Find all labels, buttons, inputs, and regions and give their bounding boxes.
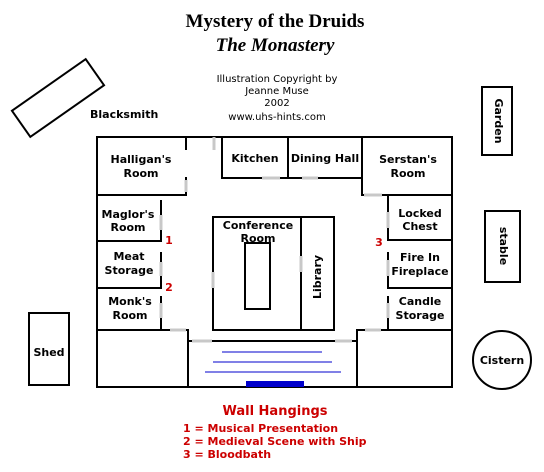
monks-room-label-2: Room [112,309,147,322]
conference-block-walls [212,216,335,331]
wall-hanging-marker-2: 2 [165,281,173,294]
locked-chest-walls [387,195,452,241]
locked-chest-label-2: Chest [402,220,437,233]
chapel-altar [246,381,304,387]
credit-line-3: 2002 [264,98,289,109]
maglors-room-label: Maglor's [102,208,155,221]
meat-storage-label-2: Storage [105,264,154,277]
legend-item-3: 3 = Bloodbath [183,448,271,461]
stable-building [484,210,521,283]
halligans-room-walls [97,137,187,196]
map-title: Mystery of the Druids [186,11,365,32]
fire-in-fireplace-label-2: Fireplace [391,265,448,278]
shed-building [28,312,70,386]
blacksmith-label: Blacksmith [90,108,158,121]
library-label: Library [311,255,324,299]
garden-label: Garden [492,98,505,143]
halligans-room-label: Halligan's [111,153,172,166]
garden-building [481,86,513,156]
halligans-room-label-2: Room [123,167,158,180]
serstans-room-label-2: Room [390,167,425,180]
serstans-room-walls [361,137,452,196]
credit-line-1: Illustration Copyright by [217,74,338,85]
shed-label: Shed [33,346,64,359]
legend-item-1: 1 = Musical Presentation [183,422,338,435]
candle-storage-label: Candle [399,295,441,308]
maglors-room-walls [97,200,162,242]
meat-storage-label: Meat [113,250,144,263]
credit-line-2: Jeanne Muse [244,86,309,97]
conference-table [244,242,271,310]
cistern-label: Cistern [480,354,524,367]
wall-hanging-marker-3: 3 [375,236,383,249]
credit-line-4: www.uhs-hints.com [228,112,325,123]
conference-room-label-2: Room [240,232,275,245]
locked-chest-label: Locked [398,207,441,220]
bottom-left-walls [97,329,189,387]
kitchen-label: Kitchen [231,152,278,165]
fire-in-fireplace-label: Fire In [400,251,440,264]
cistern-well [472,330,532,390]
serstans-room-label: Serstan's [379,153,437,166]
dining-hall-label: Dining Hall [291,152,359,165]
legend-item-2: 2 = Medieval Scene with Ship [183,435,367,448]
legend-heading: Wall Hangings [222,404,327,419]
candle-storage-label-2: Storage [396,309,445,322]
map-subtitle: The Monastery [216,35,335,56]
wall-hanging-marker-1: 1 [165,234,173,247]
bottom-right-walls [356,329,452,387]
stable-label: stable [497,227,510,265]
monks-room-label: Monk's [108,295,152,308]
conference-room-label: Conference [223,219,293,232]
blacksmith-building [10,57,106,139]
maglors-room-label-2: Room [110,221,145,234]
